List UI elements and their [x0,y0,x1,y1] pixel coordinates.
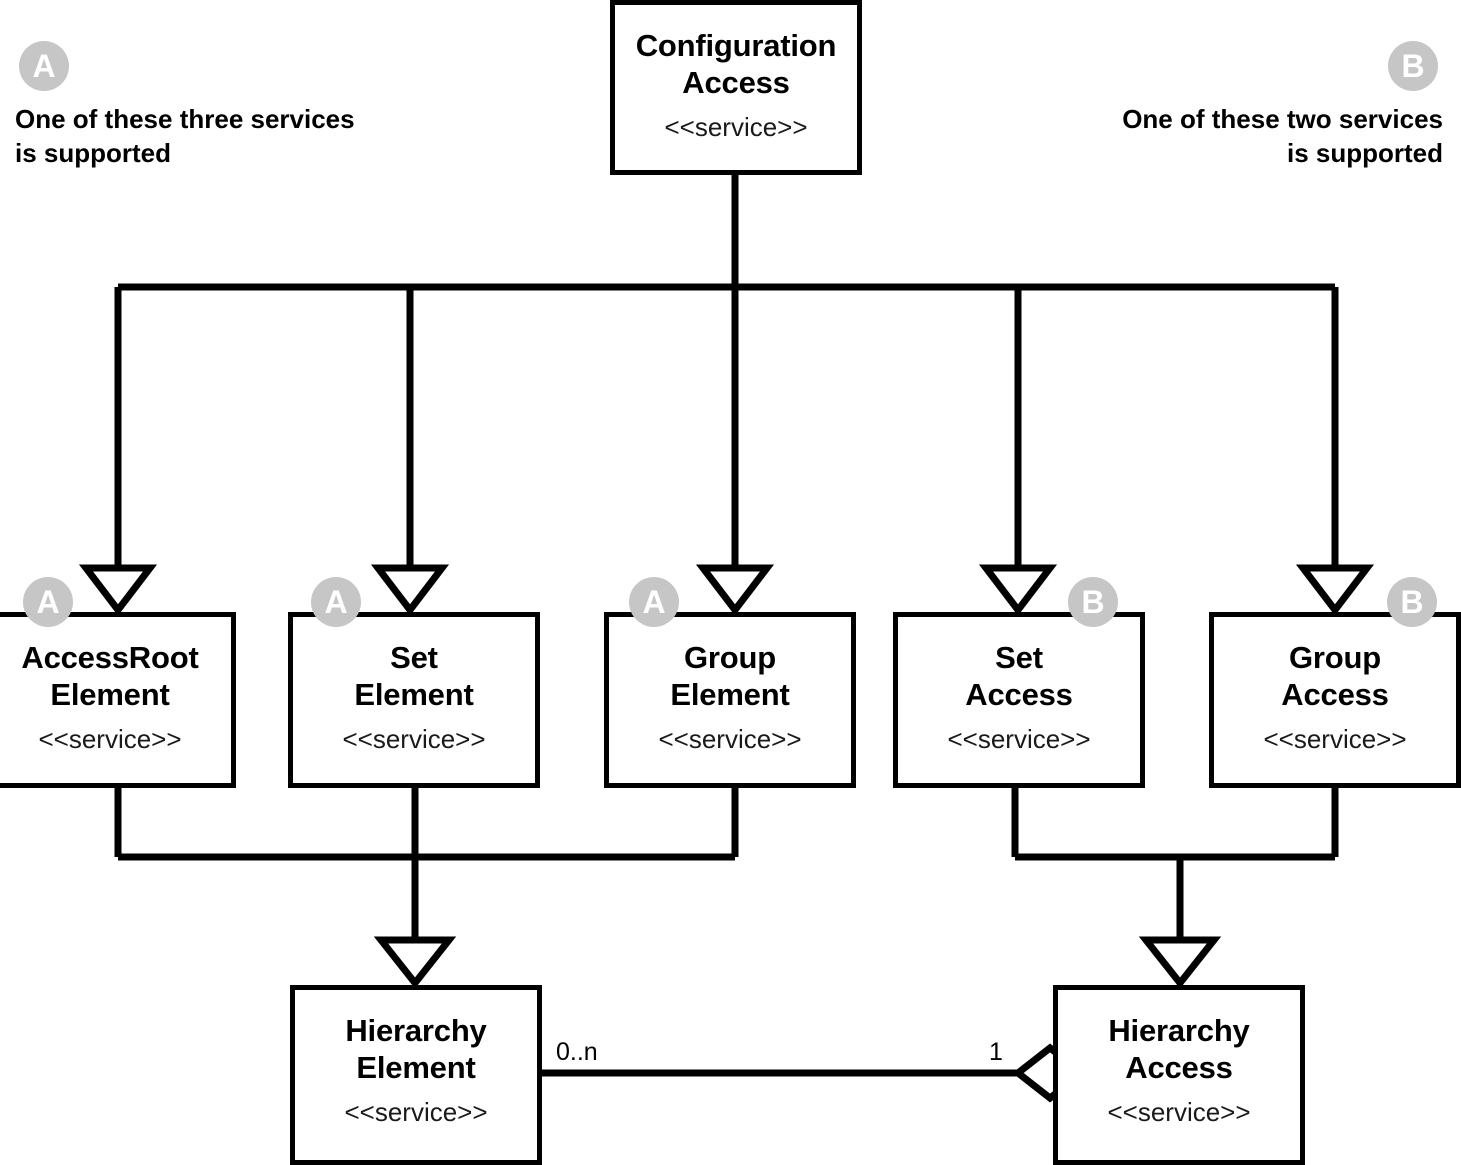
node-title-hierarchy-access: Hierarchy Access [1108,1013,1250,1085]
arrowhead-generalization-group-element [695,564,775,616]
node-configuration-access[interactable]: Configuration Access <<service>> [610,0,862,175]
node-badge-set-access: B [1068,577,1118,627]
node-badge-set-element: A [311,577,361,627]
node-title-hierarchy-element: Hierarchy Element [345,1013,487,1085]
legend-note-b: One of these two services is supported [1122,104,1443,168]
node-hierarchy-element[interactable]: Hierarchy Element <<service>> [290,985,542,1165]
node-stereotype-accessroot-element: <<service>> [38,724,182,754]
arrowhead-generalization-hierarchy-element [373,936,457,989]
node-badge-accessroot-element: A [23,577,73,627]
node-stereotype-group-element: <<service>> [658,724,802,754]
node-title-accessroot-element: AccessRoot Element [21,640,199,712]
node-title-set-element: Set Element [354,640,474,712]
node-stereotype-set-access: <<service>> [947,724,1091,754]
multiplicity-target: 1 [989,1038,1003,1066]
node-accessroot-element[interactable]: AccessRoot Element <<service>> [0,612,236,788]
node-stereotype-hierarchy-access: <<service>> [1107,1097,1251,1127]
node-title-group-access: Group Access [1281,640,1389,712]
arrowhead-generalization-group-access [1295,564,1375,616]
arrowhead-generalization-set-access [978,564,1058,616]
node-hierarchy-access[interactable]: Hierarchy Access <<service>> [1053,985,1305,1165]
node-badge-group-element: A [629,577,679,627]
node-badge-group-access: B [1387,577,1437,627]
node-stereotype-set-element: <<service>> [342,724,486,754]
arrowhead-generalization-accessroot-element [78,564,158,616]
node-title-group-element: Group Element [670,640,790,712]
node-set-element[interactable]: Set Element <<service>> [288,612,540,788]
arrowhead-generalization-set-element [370,564,450,616]
node-stereotype-configuration-access: <<service>> [664,112,808,142]
multiplicity-source: 0..n [556,1038,598,1066]
node-title-set-access: Set Access [965,640,1073,712]
legend-note-a: One of these three services is supported [15,104,355,168]
node-group-access[interactable]: Group Access <<service>> [1209,612,1461,788]
node-set-access[interactable]: Set Access <<service>> [893,612,1145,788]
node-group-element[interactable]: Group Element <<service>> [604,612,856,788]
node-stereotype-group-access: <<service>> [1263,724,1407,754]
arrowhead-generalization-hierarchy-access [1138,936,1222,989]
legend-badge-b: B [1388,41,1438,91]
legend-badge-a: A [19,41,69,91]
node-title-configuration-access: Configuration Access [635,28,837,100]
node-stereotype-hierarchy-element: <<service>> [344,1097,488,1127]
